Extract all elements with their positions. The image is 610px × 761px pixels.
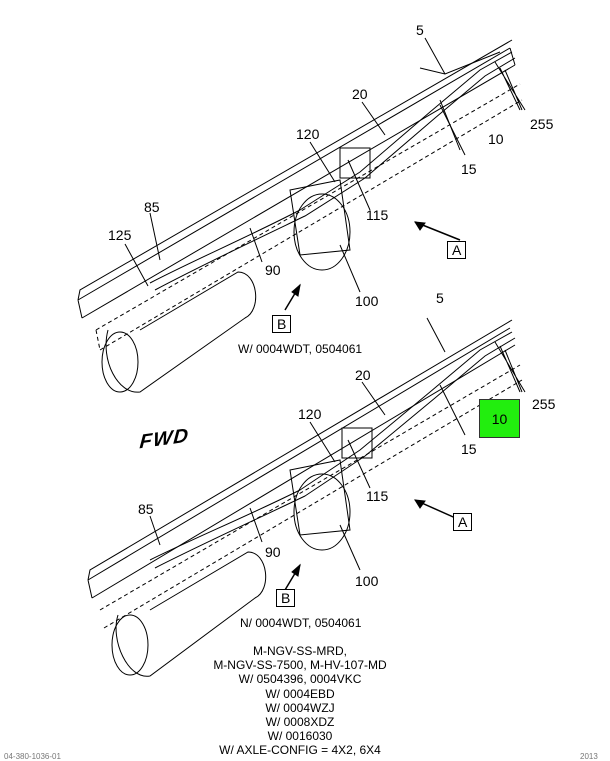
callout-115[interactable]: 115 [366,207,389,223]
callout-120[interactable]: 120 [296,126,320,142]
callout-5-lower[interactable]: 5 [436,290,444,306]
upper-caption: W/ 0004WDT, 0504061 [238,342,363,356]
detail-b-label-lower[interactable]: B [276,589,296,607]
callout-20[interactable]: 20 [352,86,368,102]
callout-255[interactable]: 255 [530,116,554,132]
callout-5[interactable]: 5 [416,22,424,38]
callout-90[interactable]: 90 [265,262,281,278]
config-note-line: M-NGV-SS-7500, M-HV-107-MD [213,658,387,673]
drawing-number: 04-380-1036-01 [4,752,61,761]
callout-115-lower[interactable]: 115 [366,488,389,504]
callout-15-lower[interactable]: 15 [461,441,477,457]
config-note-line: W/ 0016030 [267,729,333,744]
callout-255-lower[interactable]: 255 [532,396,556,412]
lower-assembly-drawing [87,317,526,677]
callout-20-lower[interactable]: 20 [355,367,371,383]
view-a-label[interactable]: A [447,241,467,259]
config-note-line: M-NGV-SS-MRD, [253,644,347,658]
callout-90-lower[interactable]: 90 [265,544,281,560]
callout-85-lower[interactable]: 85 [138,501,154,517]
config-note-line: W/ AXLE-CONFIG = 4X2, 6X4 [219,743,381,758]
lower-caption: N/ 0004WDT, 0504061 [240,616,362,630]
config-note-line: W/ 0504396, 0004VKC [238,672,362,687]
config-note-line: W/ 0008XDZ [265,715,335,730]
callout-15[interactable]: 15 [461,161,477,177]
callout-10-highlighted[interactable]: 10 [479,399,520,438]
config-note-line: W/ 0004WZJ [265,700,335,715]
callout-125[interactable]: 125 [108,227,132,243]
callout-10[interactable]: 10 [488,131,504,147]
callout-10-lower: 10 [491,410,508,427]
detail-b-label[interactable]: B [272,315,292,333]
callout-100[interactable]: 100 [355,293,379,309]
callout-85[interactable]: 85 [144,199,160,215]
upper-assembly-drawing [77,37,526,393]
config-note-line: W/ 0004EBD [265,686,335,701]
drawing-year: 2013 [580,752,598,761]
view-a-label-lower[interactable]: A [453,513,473,531]
callout-120-lower[interactable]: 120 [298,406,322,422]
callout-100-lower[interactable]: 100 [355,573,379,589]
config-notes: M-NGV-SS-MRD, M-NGV-SS-7500, M-HV-107-MD… [150,644,450,758]
